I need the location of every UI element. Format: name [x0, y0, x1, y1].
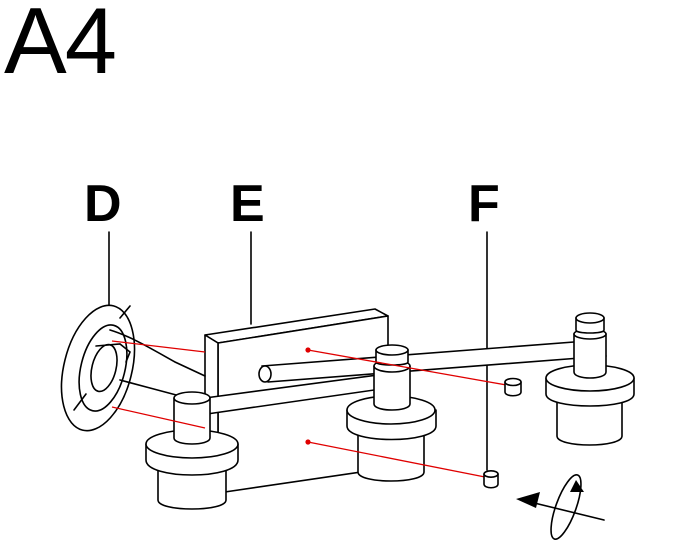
alignment-guides: [111, 340, 513, 479]
screw-hole-lower: [305, 439, 311, 445]
callout-d-label: D: [84, 175, 122, 233]
right-lamp-holder: [545, 312, 635, 446]
screw-hole-upper: [305, 347, 311, 353]
left-lamp-holder: [145, 391, 239, 510]
center-lamp-holder: [346, 344, 437, 482]
callout-e-label: E: [230, 175, 265, 233]
screw-upper: [504, 377, 522, 397]
screws-f: [483, 377, 522, 489]
step-label: A4: [4, 0, 117, 93]
callout-f-label: F: [468, 175, 500, 233]
screw-lower: [483, 469, 499, 489]
rotate-arrow-icon: [516, 474, 605, 540]
